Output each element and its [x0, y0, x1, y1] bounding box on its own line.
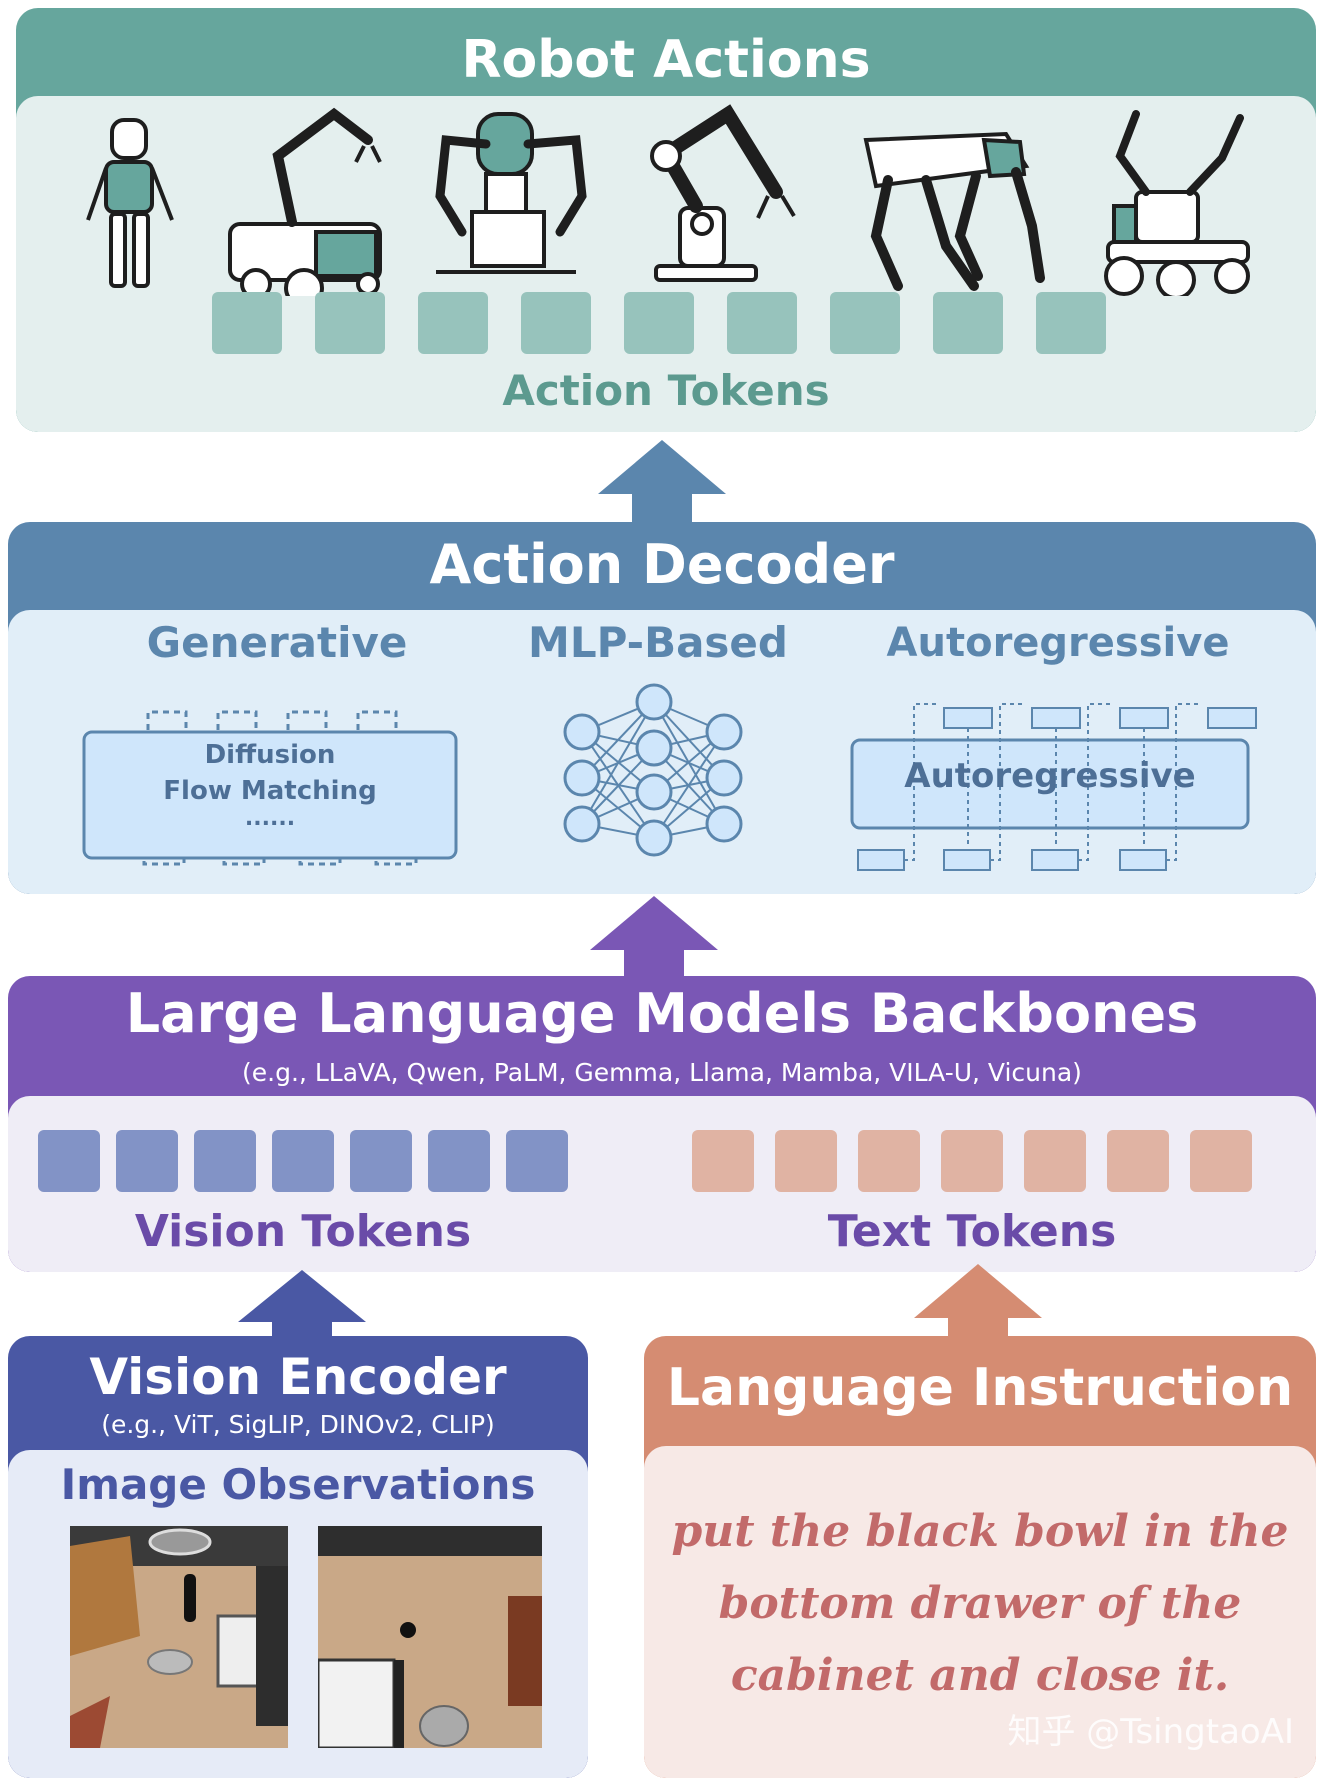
- flow-matching-label: Flow Matching: [163, 776, 377, 806]
- language-instruction-panel: Language Instruction put the black bowl …: [644, 1336, 1316, 1778]
- action-token: [830, 292, 900, 354]
- action-token: [418, 292, 488, 354]
- up-arrow-icon: [914, 1264, 1042, 1338]
- vision-encoder-subtitle: (e.g., ViT, SigLIP, DINOv2, CLIP): [101, 1410, 495, 1439]
- diffusion-label: Diffusion: [204, 740, 336, 770]
- action-token: [933, 292, 1003, 354]
- action-decoder-panel: Action Decoder Generative MLP-Based Auto…: [8, 522, 1316, 894]
- quadruped-robot-icon: [863, 131, 1045, 291]
- up-arrow-icon: [238, 1270, 366, 1338]
- action-token: [521, 292, 591, 354]
- language-instruction-body: put the black bowl in the bottom drawer …: [644, 1446, 1316, 1778]
- autoregressive-box-label: Autoregressive: [904, 756, 1196, 796]
- generative-diagram: [82, 710, 458, 866]
- observation-image-1: [70, 1526, 288, 1748]
- instruction-line-3: cabinet and close it.: [730, 1650, 1230, 1701]
- llm-subtitle: (e.g., LLaVA, Qwen, PaLM, Gemma, Llama, …: [242, 1058, 1082, 1087]
- instruction-line-2: bottom drawer of the: [718, 1578, 1242, 1629]
- action-token: [624, 292, 694, 354]
- action-token: [727, 292, 797, 354]
- vision-token: [38, 1130, 100, 1192]
- up-arrow-icon: [590, 896, 718, 980]
- robot-actions-title: Robot Actions: [461, 30, 871, 90]
- robot-actions-body: Action Tokens: [16, 96, 1316, 432]
- vision-token: [350, 1130, 412, 1192]
- humanoid-robot-icon: [86, 118, 174, 288]
- text-token: [1190, 1130, 1252, 1192]
- robot-arm-icon: [650, 104, 796, 282]
- action-decoder-body: Generative MLP-Based Autoregressive Diff…: [8, 610, 1316, 894]
- action-decoder-title: Action Decoder: [429, 533, 895, 596]
- vision-token: [194, 1130, 256, 1192]
- action-token: [1036, 292, 1106, 354]
- image-observations-body: Image Observations: [8, 1450, 588, 1778]
- ellipsis-label: ......: [244, 806, 296, 831]
- action-token: [212, 292, 282, 354]
- text-token: [858, 1130, 920, 1192]
- up-arrow-icon: [598, 440, 726, 522]
- action-token: [315, 292, 385, 354]
- dual-arm-robot-icon: [435, 112, 587, 274]
- llm-body: Vision Tokens Text Tokens: [8, 1096, 1316, 1272]
- mlp-title: MLP-Based: [528, 618, 788, 667]
- robots-row: [86, 104, 1250, 296]
- vision-encoder-title: Vision Encoder: [89, 1348, 507, 1406]
- generative-title: Generative: [146, 618, 408, 667]
- vision-token: [272, 1130, 334, 1192]
- text-token: [775, 1130, 837, 1192]
- autoregressive-title: Autoregressive: [886, 620, 1230, 666]
- vision-token: [116, 1130, 178, 1192]
- vision-token: [428, 1130, 490, 1192]
- autoregressive-diagram: [850, 703, 1257, 871]
- vision-token: [506, 1130, 568, 1192]
- robot-actions-panel: Robot Actions: [16, 8, 1316, 432]
- instruction-line-1: put the black bowl in the: [671, 1506, 1289, 1557]
- llm-panel: Large Language Models Backbones (e.g., L…: [8, 976, 1316, 1272]
- watermark: 知乎 @TsingtaoAI: [1007, 1712, 1295, 1752]
- text-token: [941, 1130, 1003, 1192]
- mlp-network-diagram: [563, 683, 743, 857]
- llm-title: Large Language Models Backbones: [125, 982, 1199, 1045]
- text-token: [692, 1130, 754, 1192]
- text-token: [1024, 1130, 1086, 1192]
- observation-image-2: [318, 1526, 542, 1748]
- mobile-manipulator-icon: [228, 107, 382, 296]
- vision-encoder-panel: Vision Encoder (e.g., ViT, SigLIP, DINOv…: [8, 1336, 588, 1778]
- vision-tokens-label: Vision Tokens: [134, 1206, 472, 1257]
- text-token: [1107, 1130, 1169, 1192]
- language-instruction-title: Language Instruction: [666, 1358, 1294, 1418]
- action-tokens-label: Action Tokens: [502, 366, 830, 415]
- dual-arm-mobile-robot-icon: [1104, 110, 1250, 296]
- text-tokens-label: Text Tokens: [827, 1206, 1117, 1257]
- image-observations-label: Image Observations: [60, 1460, 536, 1509]
